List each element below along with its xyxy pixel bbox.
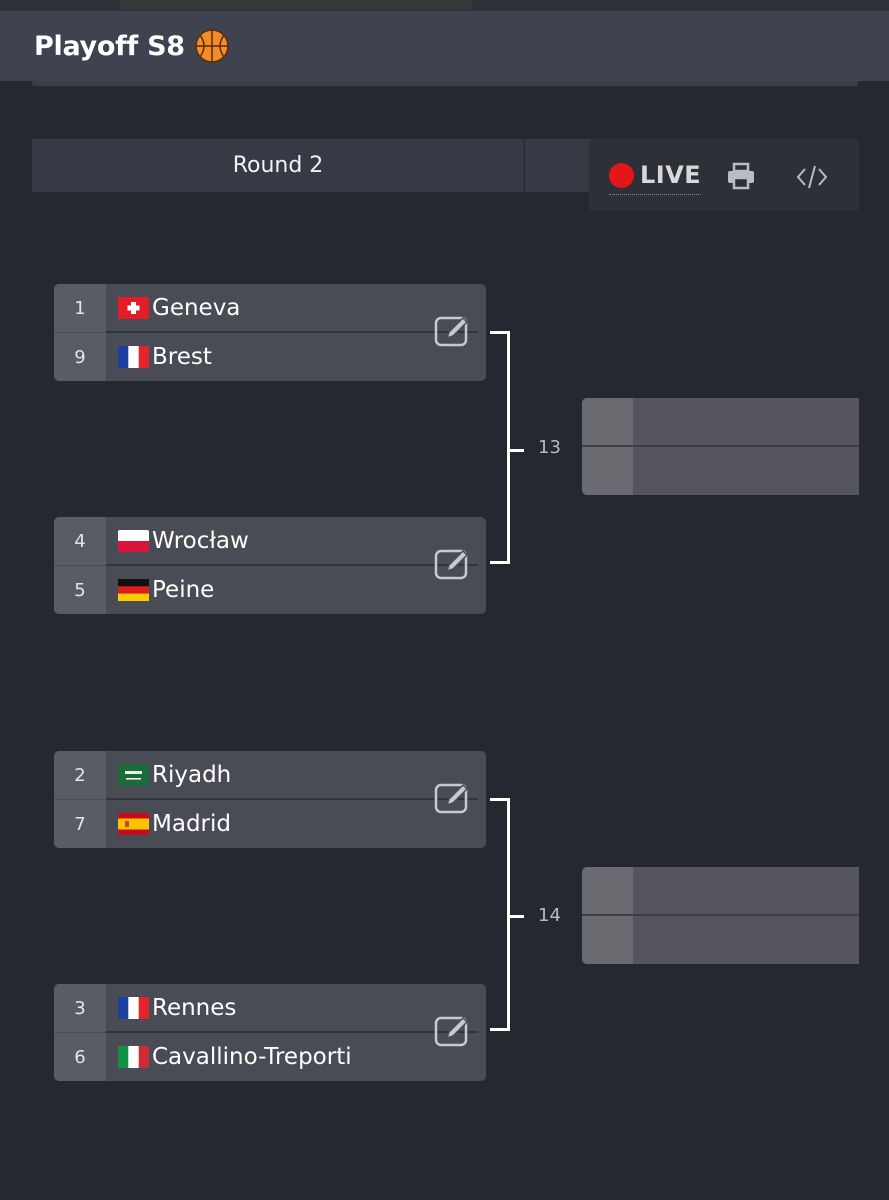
match-card[interactable]: 4 Wrocław 5 Peine bbox=[54, 517, 486, 614]
team-name: Brest bbox=[152, 344, 212, 370]
match-row: 7 Madrid bbox=[54, 800, 486, 848]
seed-slot bbox=[582, 447, 633, 495]
seed-number: 3 bbox=[54, 984, 106, 1032]
match-row: 2 Riyadh bbox=[54, 751, 486, 799]
bracket-connector bbox=[490, 798, 510, 1031]
page-title: Playoff S8 bbox=[34, 29, 229, 63]
match-row: 4 Wrocław bbox=[54, 517, 486, 565]
page-title-text: Playoff S8 bbox=[34, 30, 185, 62]
next-match-card[interactable] bbox=[582, 398, 859, 495]
edit-icon[interactable] bbox=[434, 314, 472, 348]
row-divider bbox=[582, 445, 859, 447]
seed-number: 7 bbox=[54, 800, 106, 848]
seed-number: 4 bbox=[54, 517, 106, 565]
match-number: 13 bbox=[538, 437, 561, 458]
team-entry: Wrocław bbox=[106, 528, 249, 554]
team-entry: Brest bbox=[106, 344, 212, 370]
match-row: 1 Geneva bbox=[54, 284, 486, 332]
row-divider bbox=[106, 564, 478, 566]
seed-slot bbox=[582, 398, 633, 446]
saudi-arabia-flag-icon bbox=[118, 764, 149, 786]
team-name: Peine bbox=[152, 577, 215, 603]
match-card[interactable]: 1 Geneva 9 Brest bbox=[54, 284, 486, 381]
match-card[interactable]: 3 Rennes 6 Cavallino-Treporti bbox=[54, 984, 486, 1081]
basketball-icon bbox=[194, 29, 229, 63]
seed-slot bbox=[582, 916, 633, 964]
team-entry: Rennes bbox=[106, 995, 236, 1021]
title-underlip bbox=[32, 81, 858, 86]
edit-icon[interactable] bbox=[434, 781, 472, 815]
team-entry: Peine bbox=[106, 577, 214, 603]
row-divider bbox=[106, 331, 478, 333]
row-divider bbox=[106, 1031, 478, 1033]
team-name: Madrid bbox=[152, 811, 231, 837]
match-card[interactable]: 2 Riyadh 7 Madrid bbox=[54, 751, 486, 848]
edit-icon[interactable] bbox=[434, 1014, 472, 1048]
edit-icon[interactable] bbox=[434, 547, 472, 581]
next-match-card[interactable] bbox=[582, 867, 859, 964]
seed-number: 5 bbox=[54, 566, 106, 614]
match-number: 14 bbox=[538, 905, 561, 926]
row-divider bbox=[106, 798, 478, 800]
match-row: 6 Cavallino-Treporti bbox=[54, 1033, 486, 1081]
top-strip bbox=[0, 0, 889, 11]
row-divider bbox=[582, 914, 859, 916]
switzerland-flag-icon bbox=[118, 297, 149, 319]
france-flag-icon bbox=[118, 997, 149, 1019]
seed-number: 2 bbox=[54, 751, 106, 799]
spain-flag-icon bbox=[118, 813, 149, 835]
team-entry: Cavallino-Treporti bbox=[106, 1044, 352, 1070]
round-header: Round 2 bbox=[32, 139, 524, 192]
seed-slot bbox=[582, 867, 633, 915]
live-dot-icon bbox=[609, 162, 634, 188]
code-icon[interactable] bbox=[796, 164, 828, 190]
match-row: 5 Peine bbox=[54, 566, 486, 614]
top-strip-accent bbox=[120, 0, 472, 9]
team-name: Wrocław bbox=[152, 528, 249, 554]
seed-number: 6 bbox=[54, 1033, 106, 1081]
live-button[interactable]: LIVE bbox=[609, 161, 702, 195]
seed-number: 9 bbox=[54, 333, 106, 381]
bracket-connector-stub bbox=[510, 449, 524, 452]
team-entry: Geneva bbox=[106, 295, 240, 321]
team-name: Geneva bbox=[152, 295, 241, 321]
italy-flag-icon bbox=[118, 1046, 149, 1068]
bracket-connector bbox=[490, 331, 510, 564]
match-row: 3 Rennes bbox=[54, 984, 486, 1032]
round-header-next bbox=[525, 139, 595, 192]
seed-number: 1 bbox=[54, 284, 106, 332]
poland-flag-icon bbox=[118, 530, 149, 552]
title-bar: Playoff S8 bbox=[0, 11, 889, 81]
team-entry: Madrid bbox=[106, 811, 231, 837]
team-name: Cavallino-Treporti bbox=[152, 1044, 352, 1070]
france-flag-icon bbox=[118, 346, 149, 368]
toolbar: LIVE bbox=[589, 139, 859, 211]
germany-flag-icon bbox=[118, 579, 149, 601]
bracket-connector-stub bbox=[510, 915, 524, 918]
match-row: 9 Brest bbox=[54, 333, 486, 381]
team-entry: Riyadh bbox=[106, 762, 231, 788]
team-name: Riyadh bbox=[152, 762, 232, 788]
printer-icon[interactable] bbox=[726, 162, 756, 190]
live-label: LIVE bbox=[640, 161, 702, 189]
team-name: Rennes bbox=[152, 995, 237, 1021]
